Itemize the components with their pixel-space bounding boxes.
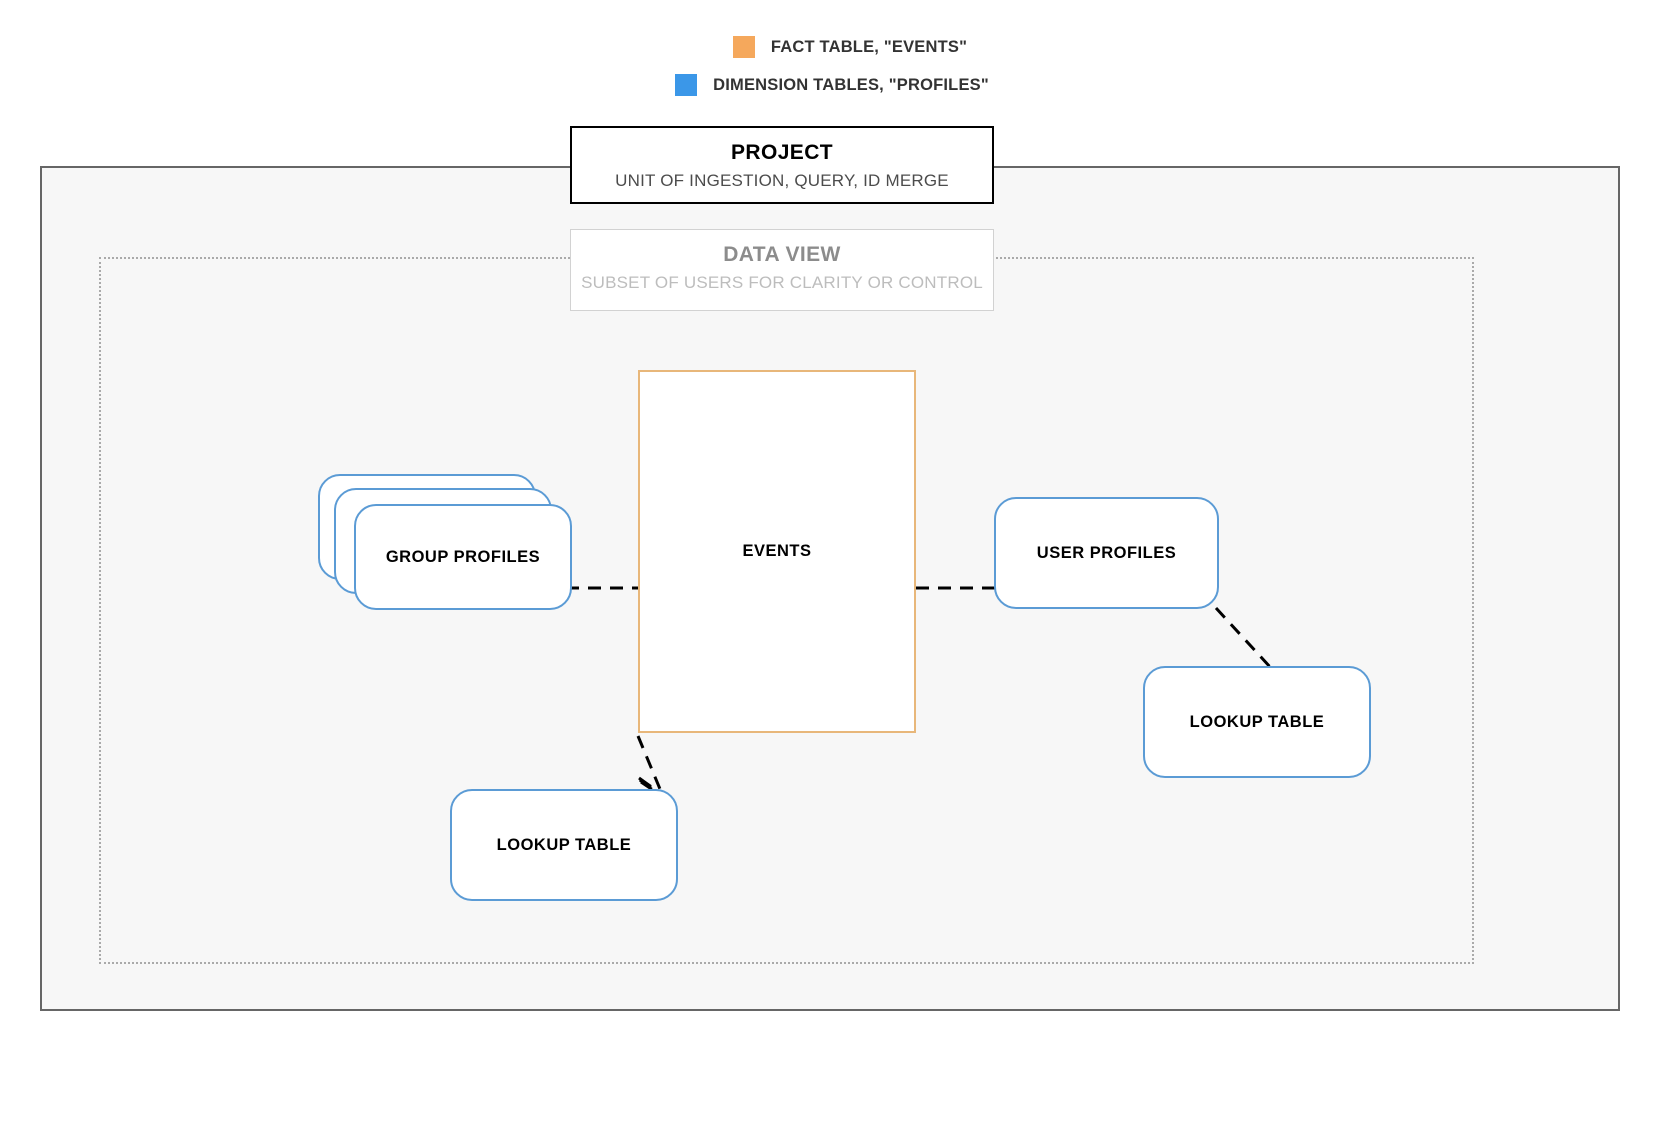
lookup-table-left-node[interactable]: LOOKUP TABLE <box>450 789 678 901</box>
legend-label-fact-table: FACT TABLE, "EVENTS" <box>770 37 968 56</box>
legend-label-dimension-tables: DIMENSION TABLES, "PROFILES" <box>713 75 989 94</box>
data-view-card: DATA VIEW SUBSET OF USERS FOR CLARITY OR… <box>570 229 994 311</box>
lookup-table-right-label: LOOKUP TABLE <box>1189 712 1325 731</box>
fact-table-swatch <box>732 36 755 58</box>
lookup-table-left-label: LOOKUP TABLE <box>496 835 632 854</box>
data-view-subtitle: SUBSET OF USERS FOR CLARITY OR CONTROL <box>581 273 983 292</box>
events-fact-table-node[interactable]: EVENTS <box>638 370 916 733</box>
user-profiles-node[interactable]: USER PROFILES <box>994 497 1219 609</box>
project-subtitle: UNIT OF INGESTION, QUERY, ID MERGE <box>615 171 949 190</box>
events-label: EVENTS <box>742 542 812 560</box>
legend-item-fact-table: FACT TABLE, "EVENTS" <box>0 28 1664 66</box>
data-view-title: DATA VIEW <box>723 243 841 266</box>
project-card: PROJECT UNIT OF INGESTION, QUERY, ID MER… <box>570 126 994 204</box>
group-profiles-stack[interactable]: GROUP PROFILES <box>318 474 574 610</box>
legend-item-dimension-tables: DIMENSION TABLES, "PROFILES" <box>0 66 1664 104</box>
group-profiles-label: GROUP PROFILES <box>385 547 541 566</box>
dimension-tables-swatch <box>675 74 698 96</box>
group-profiles-node[interactable]: GROUP PROFILES <box>354 504 572 610</box>
lookup-table-right-node[interactable]: LOOKUP TABLE <box>1143 666 1371 778</box>
legend: FACT TABLE, "EVENTS" DIMENSION TABLES, "… <box>0 28 1664 104</box>
project-title: PROJECT <box>731 141 833 164</box>
user-profiles-label: USER PROFILES <box>1036 543 1177 562</box>
